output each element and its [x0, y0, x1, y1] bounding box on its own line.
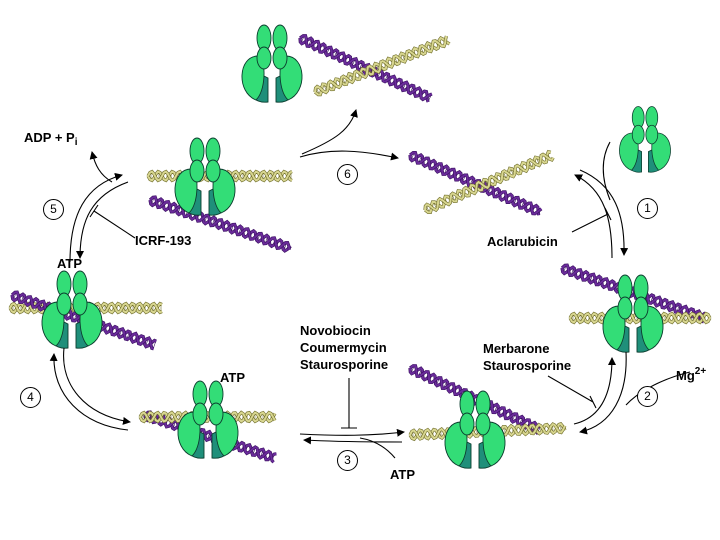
arrow-atp-join — [359, 437, 396, 459]
arrow-step-1-back — [574, 174, 613, 259]
enzyme-released-top — [241, 24, 303, 103]
adp-pi-label: ADP + Pi — [24, 130, 78, 148]
aclarubicin-label: Aclarubicin — [487, 234, 558, 249]
arrow-adp-release — [89, 151, 113, 183]
arrow-release — [301, 109, 358, 155]
arrow-enzyme-join — [602, 141, 611, 201]
arrow-step-6 — [299, 150, 399, 161]
dna-helix-yellow — [138, 410, 277, 424]
arrow-step-5-forward — [69, 172, 123, 263]
enzyme-bottom-right — [444, 390, 506, 469]
merbarone-label: Merbarone — [483, 341, 550, 356]
coumermycin-label: Coumermycin — [300, 340, 387, 355]
arrow-step-4-back — [49, 353, 129, 431]
dna-complex-bottom-left — [138, 410, 277, 464]
inhibit-novobiocin — [341, 378, 357, 429]
enzyme-left — [41, 270, 103, 349]
inhibit-aclarubicin — [571, 207, 612, 233]
arrow-step-4-forward — [63, 347, 131, 425]
icrf-193-label: ICRF-193 — [135, 233, 192, 248]
atp-label-bottom-left: ATP — [220, 370, 246, 385]
dna-crossover-right — [408, 149, 555, 216]
dna-helix-yellow — [313, 35, 451, 97]
arrow-step-2-forward — [579, 351, 627, 435]
arrow-step-5-back — [76, 181, 129, 259]
arrow-mg-join — [625, 371, 691, 406]
dna-helix-yellow — [423, 149, 555, 214]
arrow-step-3-back — [303, 436, 403, 445]
step-4-marker: 4 — [20, 387, 41, 408]
arrow-step-2-back — [573, 357, 616, 425]
reaction-arrows — [49, 109, 691, 459]
enzyme-bottom-left — [177, 380, 239, 459]
enzyme-top-left — [174, 137, 236, 216]
novobiocin-label: Novobiocin — [300, 323, 371, 338]
staurosporine-label-mid: Staurosporine — [300, 357, 389, 372]
step-2-marker: 2 — [637, 386, 658, 407]
inhibition-markers — [89, 204, 612, 429]
enzyme-free-top-right — [619, 106, 671, 173]
dna-helix-purple — [148, 195, 292, 253]
inhibit-icrf-193 — [89, 204, 136, 239]
step-5-marker: 5 — [43, 199, 64, 220]
atp-label-left: ATP — [57, 256, 83, 271]
atp-label-bottom: ATP — [390, 467, 416, 482]
step-1-marker: 1 — [637, 198, 658, 219]
step-3-marker: 3 — [337, 450, 358, 471]
step-6-marker: 6 — [337, 164, 358, 185]
enzyme-right — [602, 274, 664, 353]
mg2plus-label: Mg2+ — [676, 366, 707, 383]
dna-released-crossover — [298, 34, 451, 103]
staurosporine-label-right: Staurosporine — [483, 358, 572, 373]
arrow-step-3-forward — [299, 428, 405, 437]
inhibit-merbarone — [547, 375, 597, 409]
arrow-step-1-forward — [579, 169, 629, 256]
